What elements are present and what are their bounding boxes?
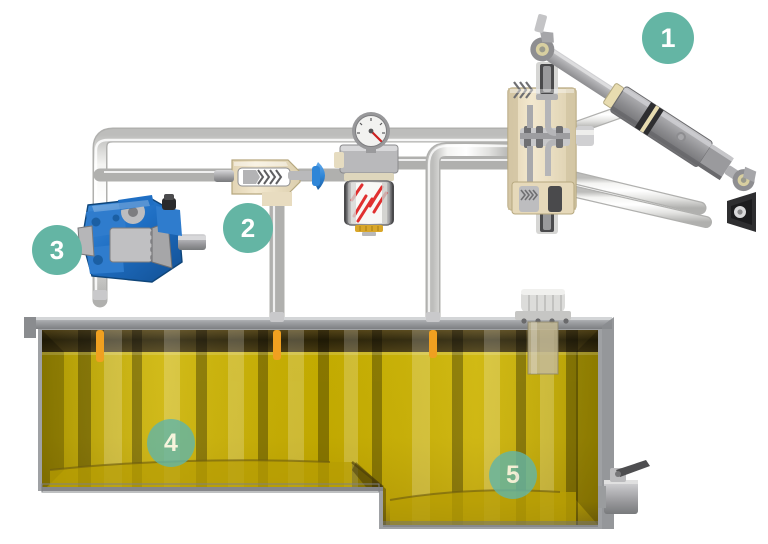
hydraulic-cylinder (530, 14, 757, 192)
callout-badge-2-label: 2 (240, 213, 256, 243)
hydraulic-piping (92, 98, 712, 338)
tank-drain-valve (598, 460, 650, 514)
callout-badge-4[interactable]: 4 (147, 419, 195, 467)
oil-reservoir (24, 317, 614, 529)
directional-control-valve (507, 62, 594, 234)
callout-badge-5[interactable]: 5 (489, 451, 537, 499)
callout-badge-4-label: 4 (164, 428, 178, 457)
callout-badge-1-label: 1 (660, 22, 676, 53)
pressure-filter (334, 144, 399, 236)
callout-badge-1[interactable]: 1 (642, 12, 694, 64)
axial-piston-pump (77, 194, 206, 283)
pressure-relief-valve (214, 159, 325, 206)
cylinder-mount-bracket (727, 192, 756, 232)
pressure-gauge (352, 112, 390, 153)
filler-breather-cap (515, 289, 571, 375)
callout-badge-5-label: 5 (506, 460, 520, 489)
callout-badge-3[interactable]: 3 (32, 225, 82, 275)
submerged-pipe-tips (96, 330, 437, 362)
pipe-unions (93, 290, 440, 322)
callout-badge-2[interactable]: 2 (223, 203, 273, 253)
callout-badge-3-label: 3 (49, 235, 65, 265)
